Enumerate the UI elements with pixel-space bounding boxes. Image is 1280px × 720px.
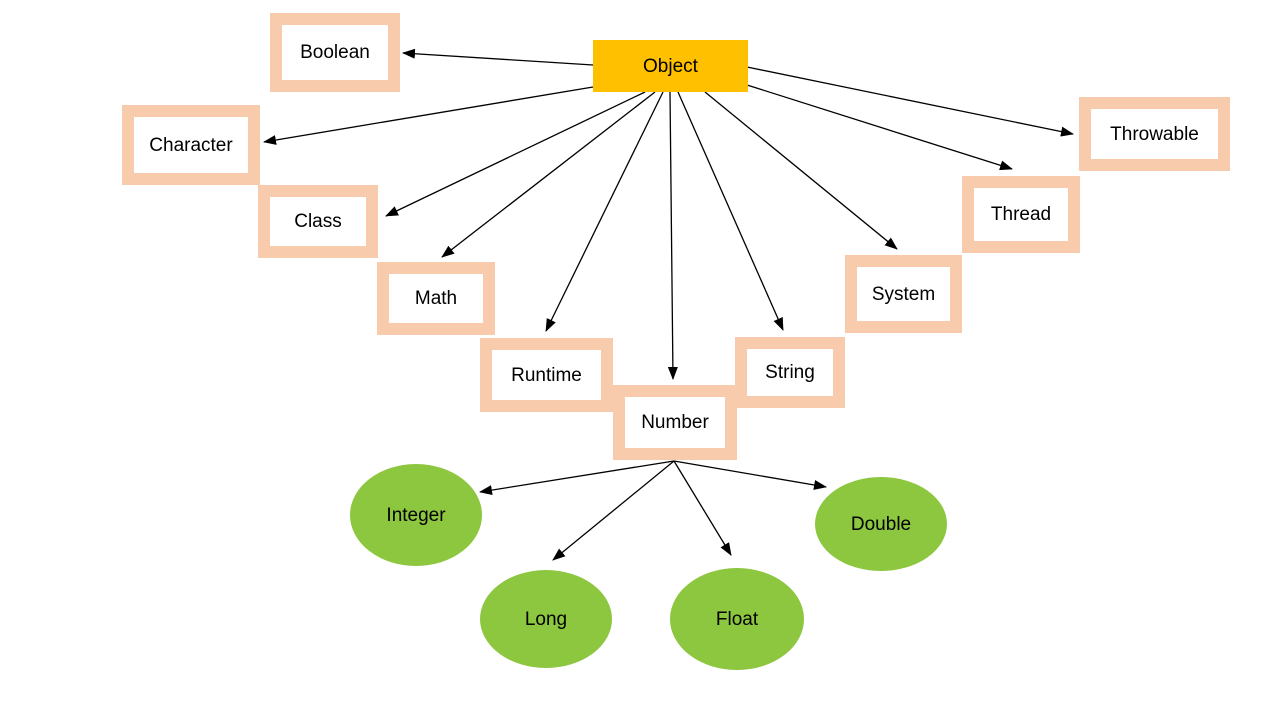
node-double-label: Double [850,513,912,535]
node-math: Math [377,262,495,335]
edge-object-math [441,91,656,258]
node-string: String [735,337,845,408]
node-system: System [845,255,962,333]
node-character-label: Character [149,134,233,156]
node-thread: Thread [962,176,1080,253]
node-float: Float [670,568,804,670]
node-object-label: Object [643,55,698,77]
node-boolean-label: Boolean [300,42,370,63]
node-runtime-label: Runtime [511,364,582,386]
node-throwable: Throwable [1079,97,1230,171]
node-number: Number [613,385,737,460]
node-runtime: Runtime [480,338,613,412]
node-number-label: Number [641,412,709,433]
node-character: Character [122,105,260,185]
edge-object-system [704,91,898,250]
node-class: Class [258,185,378,258]
edge-object-character [263,86,594,145]
node-long-label: Long [524,608,568,630]
node-integer: Integer [350,464,482,566]
edge-number-float [673,460,732,556]
node-thread-label: Thread [990,204,1052,225]
edge-object-runtime [545,91,664,332]
edge-number-integer [479,460,675,496]
edge-object-boolean [402,48,594,66]
node-string-label: String [765,362,815,383]
edge-object-thread [746,84,1013,171]
node-math-label: Math [414,288,458,309]
node-long: Long [480,570,612,668]
edge-object-throwable [746,66,1074,137]
edge-object-number [667,91,678,380]
node-float-label: Float [715,608,759,630]
node-integer-label: Integer [386,504,446,526]
edge-object-class [385,91,646,217]
edge-number-long [552,460,675,561]
edge-object-string [677,91,784,331]
node-double: Double [815,477,947,571]
node-class-label: Class [294,211,342,232]
node-throwable-label: Throwable [1110,123,1199,145]
node-boolean: Boolean [270,13,400,92]
node-object: Object [593,40,748,92]
edge-number-double [673,460,827,490]
node-system-label: System [871,283,936,305]
